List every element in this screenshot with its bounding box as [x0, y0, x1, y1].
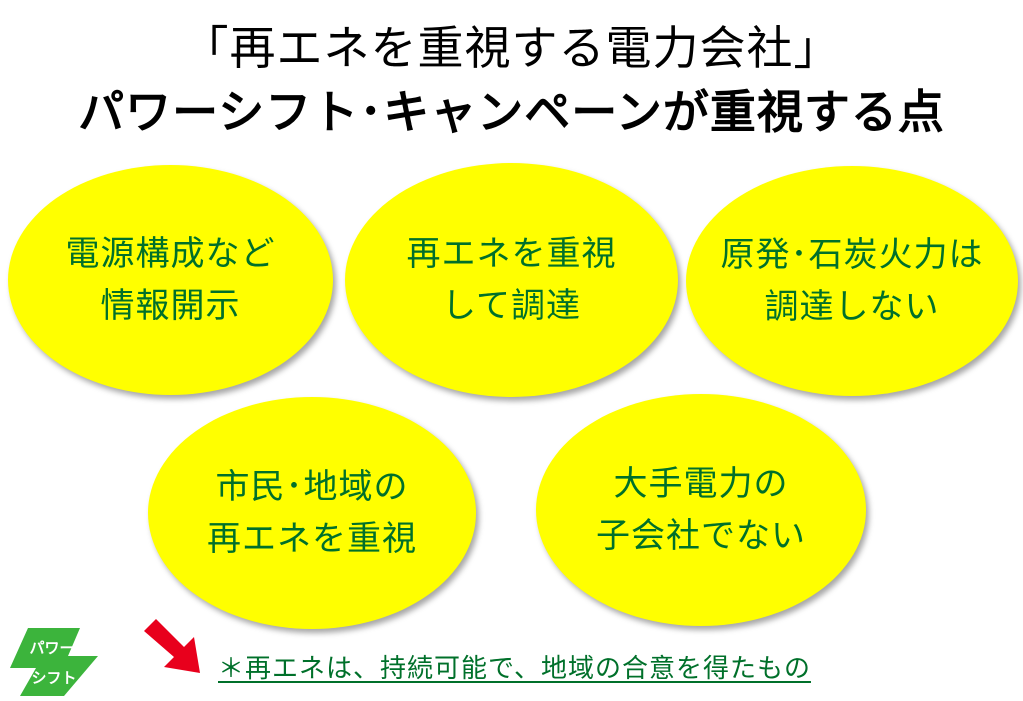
point-text: 原発･石炭火力は 調達しない [721, 229, 984, 333]
logo-line-1: パワー [29, 639, 74, 657]
point-bubble-community-renewable: 市民･地域の 再エネを重視 [148, 397, 476, 629]
point-line-1: 大手電力の [613, 464, 789, 504]
point-text: 再エネを重視 して調達 [407, 228, 617, 332]
point-bubble-not-subsidiary: 大手電力の 子会社でない [536, 394, 866, 626]
point-bubble-disclosure: 電源構成など 情報開示 [8, 165, 333, 395]
point-line-2: 情報開示 [100, 286, 241, 326]
point-bubble-renewable-procurement: 再エネを重視 して調達 [345, 163, 678, 397]
point-line-2: 再エネを重視 [207, 519, 417, 559]
logo-line-2: シフト [31, 669, 76, 687]
renewable-definition-note: ＊再エネは、持続可能で、地域の合意を得たもの [218, 654, 811, 684]
title-line-2: パワーシフト･キャンペーンが重視する点 [78, 85, 945, 139]
red-arrow-icon [144, 619, 200, 673]
point-text: 市民･地域の 再エネを重視 [207, 461, 417, 565]
point-text: 電源構成など 情報開示 [66, 228, 276, 332]
point-line-2: して調達 [442, 286, 581, 326]
point-line-2: 調達しない [764, 287, 940, 327]
point-bubble-no-nuclear-coal: 原発･石炭火力は 調達しない [686, 166, 1018, 396]
power-shift-logo: パワー シフト [10, 628, 98, 696]
point-line-1: 市民･地域の [215, 467, 409, 507]
point-line-1: 再エネを重視 [406, 234, 617, 274]
point-line-1: 電源構成など [65, 234, 276, 274]
point-line-1: 原発･石炭火力は [720, 235, 984, 275]
point-line-2: 子会社でない [596, 516, 806, 556]
title-line-1: 「再エネを重視する電力会社」 [182, 21, 841, 75]
point-text: 大手電力の 子会社でない [596, 458, 806, 562]
